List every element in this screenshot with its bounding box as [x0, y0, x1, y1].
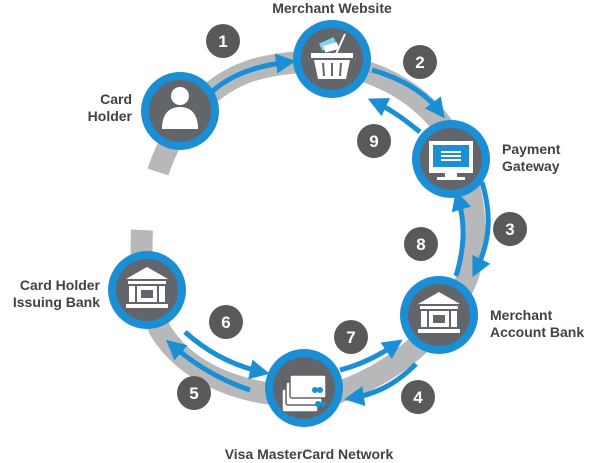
step-badge-5: 5: [177, 376, 211, 410]
label-line: Merchant: [490, 307, 553, 323]
svg-text:2: 2: [415, 53, 424, 72]
label-card-holder: Card Holder: [70, 91, 132, 125]
label-visa-mastercard-network: Visa MasterCard Network: [196, 446, 422, 463]
step-badge-6: 6: [209, 305, 243, 339]
person-icon: [162, 87, 198, 129]
arrow-step-2: [371, 67, 445, 119]
arrow-step-9: [367, 98, 422, 134]
step-badge-2: 2: [403, 45, 437, 79]
arrow-step-5: [165, 339, 251, 393]
step-badge-4: 4: [401, 380, 435, 414]
cards-icon: [281, 374, 327, 413]
label-line: Payment: [502, 141, 561, 157]
step-badges: 1 2 3 4 5 6 7 8 9: [177, 24, 527, 414]
svg-text:1: 1: [218, 32, 227, 51]
svg-text:9: 9: [369, 132, 378, 151]
label-card-holder-issuing-bank: Card Holder Issuing Bank: [0, 277, 100, 311]
monitor-icon: [429, 141, 473, 180]
svg-text:7: 7: [346, 328, 355, 347]
label-line: Card Holder: [19, 277, 100, 293]
bank-icon: [418, 292, 460, 333]
arrow-step-4: [344, 362, 418, 407]
arrow-step-8: [451, 190, 471, 277]
node-merchant-account-bank: [400, 276, 478, 354]
svg-text:4: 4: [413, 388, 423, 407]
label-line: Card: [100, 91, 132, 107]
svg-text:6: 6: [221, 313, 230, 332]
label-merchant-account-bank: Merchant Account Bank: [490, 307, 596, 341]
arrow-step-6: [183, 330, 270, 380]
label-line: Gateway: [502, 158, 560, 174]
node-merchant-website: [293, 20, 371, 98]
step-badge-7: 7: [334, 320, 368, 354]
label-line: Account Bank: [490, 324, 585, 340]
label-line: Visa MasterCard Network: [224, 446, 394, 462]
shopping-basket-icon: [311, 33, 353, 79]
step-badge-8: 8: [404, 227, 438, 261]
arrow-step-7: [339, 339, 403, 373]
node-card-holder-issuing-bank: [108, 251, 186, 329]
svg-text:5: 5: [189, 384, 198, 403]
label-merchant-website: Merchant Website: [252, 0, 412, 17]
arrow-step-3: [472, 181, 491, 278]
label-line: Merchant Website: [272, 0, 392, 16]
node-card-holder: [141, 72, 219, 150]
step-badge-3: 3: [493, 212, 527, 246]
svg-text:3: 3: [505, 220, 514, 239]
node-payment-gateway: [412, 120, 490, 198]
bank-icon: [126, 267, 168, 308]
step-badge-9: 9: [357, 124, 391, 158]
label-line: Holder: [87, 108, 132, 124]
step-badge-1: 1: [206, 24, 240, 58]
svg-text:8: 8: [416, 235, 425, 254]
label-line: Issuing Bank: [12, 294, 100, 310]
node-visa-mastercard-network: [265, 349, 343, 427]
label-payment-gateway: Payment Gateway: [502, 141, 592, 175]
